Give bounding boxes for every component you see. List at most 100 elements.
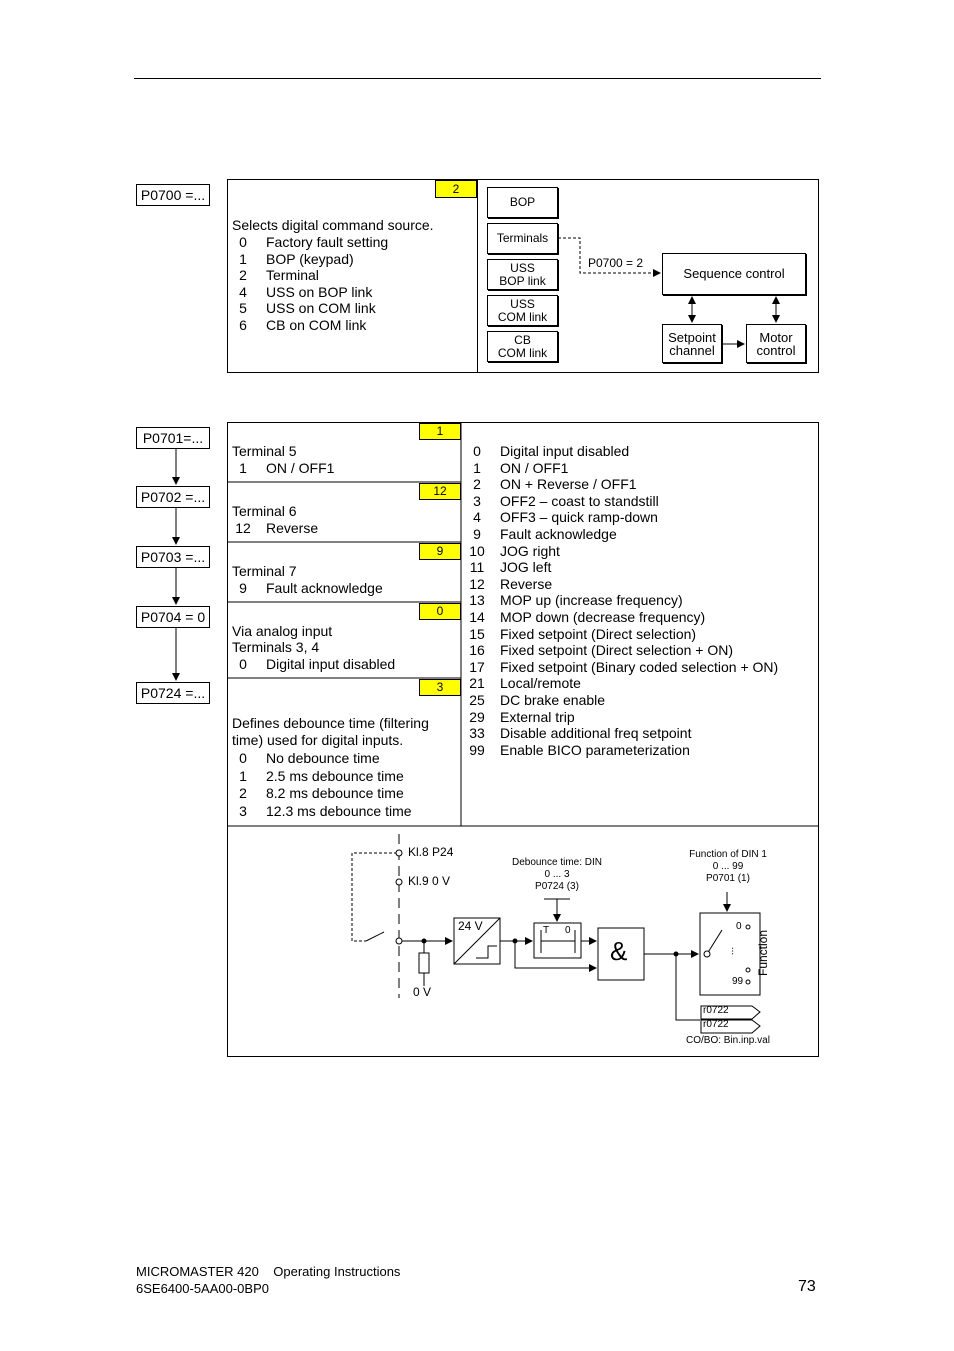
zero-v-label: 0 V — [413, 985, 432, 999]
function-option-label: OFF3 – quick ramp-down — [500, 509, 658, 526]
function-option-label: Enable BICO parameterization — [500, 741, 690, 758]
r0722-output-a: r0722 — [703, 1005, 729, 1016]
debounce-option-number: 3 — [239, 803, 247, 820]
p0724-param-box: P0724 =... — [136, 682, 210, 704]
function-option-label: External trip — [500, 708, 575, 725]
p0700-option-number: 4 — [239, 283, 247, 300]
terminals-box: Terminals — [487, 223, 558, 254]
analog-title-2: Terminals 3, 4 — [232, 639, 320, 655]
function-option-number: 99 — [469, 741, 485, 758]
function-option-label: ON + Reverse / OFF1 — [500, 476, 637, 493]
function-option-number: 4 — [473, 509, 481, 526]
p0700-option-label: USS on COM link — [266, 300, 376, 317]
p0701-param-box: P0701=... — [136, 427, 210, 449]
function-option-label: OFF2 – coast to standstill — [500, 492, 659, 509]
debounce-option-number: 1 — [239, 767, 247, 784]
function-option-number: 9 — [473, 526, 481, 542]
p0700-option-number: 6 — [239, 317, 247, 333]
and-gate-symbol: & — [610, 936, 628, 966]
function-option-number: 14 — [469, 609, 485, 625]
function-option-label: ON / OFF1 — [500, 459, 569, 476]
p0704-param-box: P0704 = 0 — [136, 606, 210, 628]
function-option-label: Fixed setpoint (Direct selection + ON) — [500, 642, 734, 659]
function-option-label: Reverse — [500, 575, 553, 592]
debounce-default-badge: 3 — [419, 679, 461, 696]
kl9-label: Kl.9 0 V — [408, 874, 451, 888]
function-option-label: Local/remote — [500, 675, 581, 692]
p0700-option-label: USS on BOP link — [266, 283, 373, 300]
function-option-number: 12 — [469, 575, 485, 592]
function-option-label: Fixed setpoint (Binary coded selection +… — [500, 658, 779, 675]
p0702-param-box: P0702 =... — [136, 486, 210, 508]
p0700-default-badge: 2 — [435, 180, 477, 198]
timer-t-label: T — [543, 925, 550, 936]
t7-title: Terminal 7 — [232, 563, 297, 579]
function-option-number: 21 — [469, 675, 485, 692]
footer-product: MICROMASTER 420 Operating Instructions — [136, 1264, 401, 1279]
selector-99-label: 99 — [732, 976, 744, 987]
p0700-option-label: CB on COM link — [266, 317, 367, 333]
p0700-option-number: 0 — [239, 234, 247, 250]
p0700-description: Selects digital command source. — [232, 217, 434, 233]
header-rule — [134, 78, 821, 79]
bop-box: BOP — [487, 187, 558, 218]
function-option-number: 15 — [469, 625, 485, 642]
p0700-param-box: P0700 =... — [136, 184, 210, 206]
p0700-option-label: Factory fault setting — [266, 234, 389, 250]
function-option-number: 13 — [469, 592, 485, 609]
debounce-option-label: 2.5 ms debounce time — [266, 767, 404, 784]
debounce-option-label: No debounce time — [266, 750, 380, 766]
p0700-option-number: 2 — [239, 267, 247, 284]
function-option-number: 29 — [469, 708, 485, 725]
p0700-option-label: BOP (keypad) — [266, 250, 354, 267]
t5-title: Terminal 5 — [232, 443, 297, 459]
p0700-option-number: 5 — [239, 300, 247, 317]
selector-0-label: 0 — [736, 921, 742, 932]
t6-default-badge: 12 — [419, 483, 461, 500]
function-option-label: DC brake enable — [500, 692, 606, 708]
footer-order-number: 6SE6400-5AA00-0BP0 — [136, 1281, 269, 1296]
function-option-number: 2 — [473, 476, 481, 493]
debounce-option-number: 2 — [239, 785, 247, 802]
function-option-number: 16 — [469, 642, 485, 659]
function-option-label: Disable additional freq setpoint — [500, 725, 692, 742]
kl8-label: Kl.8 P24 — [408, 845, 454, 859]
t7-default-badge: 9 — [419, 543, 461, 560]
p0700-arrow-label: P0700 = 2 — [588, 256, 644, 270]
function-option-number: 1 — [473, 459, 481, 476]
function-option-label: Fault acknowledge — [500, 526, 617, 542]
function-option-label: JOG left — [500, 559, 552, 576]
function-option-number: 10 — [469, 542, 485, 559]
debounce-desc-2: time) used for digital inputs. — [232, 732, 404, 748]
function-option-number: 33 — [469, 725, 485, 742]
function-option-label: MOP up (increase frequency) — [500, 592, 683, 609]
debounce-desc-1: Defines debounce time (filtering — [232, 715, 429, 731]
function-option-number: 25 — [469, 692, 485, 708]
debounce-option-label: 12.3 ms debounce time — [266, 803, 412, 820]
cobo-label: CO/BO: Bin.inp.val — [686, 1035, 770, 1046]
t6-title: Terminal 6 — [232, 503, 297, 519]
terminal-section-box — [227, 422, 819, 1057]
sequence-control-box: Sequence control — [662, 253, 806, 295]
function-option-number: 17 — [469, 658, 485, 675]
page-number: 73 — [798, 1278, 816, 1295]
function-option-number: 11 — [469, 559, 485, 576]
function-option-label: JOG right — [500, 542, 560, 559]
function-option-label: Fixed setpoint (Direct selection) — [500, 625, 697, 642]
v24-label: 24 V — [458, 919, 483, 933]
function-option-label: Digital input disabled — [500, 443, 630, 459]
p0700-option-number: 1 — [239, 250, 247, 267]
p0700-description-box — [227, 179, 478, 373]
debounce-option-number: 0 — [239, 750, 247, 766]
p0703-param-box: P0703 =... — [136, 546, 210, 568]
r0722-output-b: r0722 — [703, 1019, 729, 1030]
debounce-option-label: 8.2 ms debounce time — [266, 785, 404, 802]
analog-title-1: Via analog input — [232, 623, 333, 639]
